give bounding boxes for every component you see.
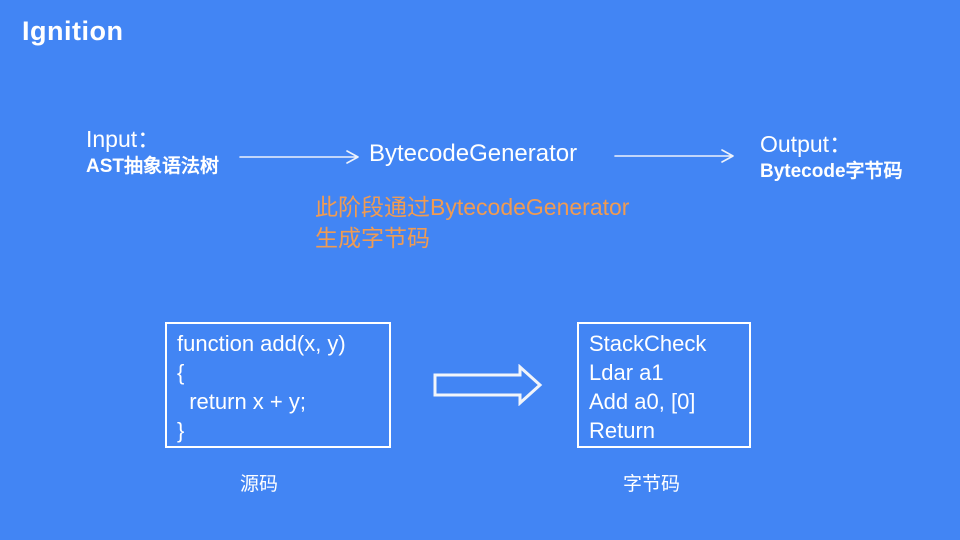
stage-note-line2: 生成字节码 [315, 225, 430, 251]
flow-input-label: Input： [86, 126, 161, 152]
flow-arrow-icon [239, 150, 359, 164]
bytecode-line: Add a0, [0] [589, 389, 696, 414]
source-code-line: } [177, 418, 185, 443]
source-code-line: return x + y; [177, 389, 306, 414]
flow-output-sublabel: Bytecode字节码 [760, 161, 903, 182]
bytecode-line: StackCheck [589, 331, 707, 356]
source-code-box: function add(x, y) { return x + y; } [165, 322, 391, 448]
flow-processor-label: BytecodeGenerator [369, 140, 578, 167]
stage-note: 此阶段通过BytecodeGenerator 生成字节码 [315, 192, 629, 254]
page-title: Ignition [22, 16, 124, 46]
flow-input-node: Input： AST抽象语法树 [86, 126, 219, 178]
bytecode-line: Return [589, 418, 656, 443]
stage-note-line1: 此阶段通过BytecodeGenerator [315, 194, 630, 220]
bytecode-line: Ldar a1 [589, 360, 664, 385]
source-code-line: { [177, 360, 185, 385]
hollow-right-arrow-icon [433, 364, 543, 406]
bytecode-box: StackCheck Ldar a1 Add a0, [0] Return [577, 322, 751, 448]
source-box-caption: 源码 [240, 474, 279, 495]
source-code-line: function add(x, y) [177, 331, 346, 356]
flow-output-node: Output： Bytecode字节码 [760, 131, 903, 183]
flow-output-label: Output： [760, 131, 853, 157]
bytecode-box-caption: 字节码 [623, 474, 681, 495]
flow-input-sublabel: AST抽象语法树 [86, 156, 220, 177]
flow-arrow-icon [614, 149, 734, 163]
